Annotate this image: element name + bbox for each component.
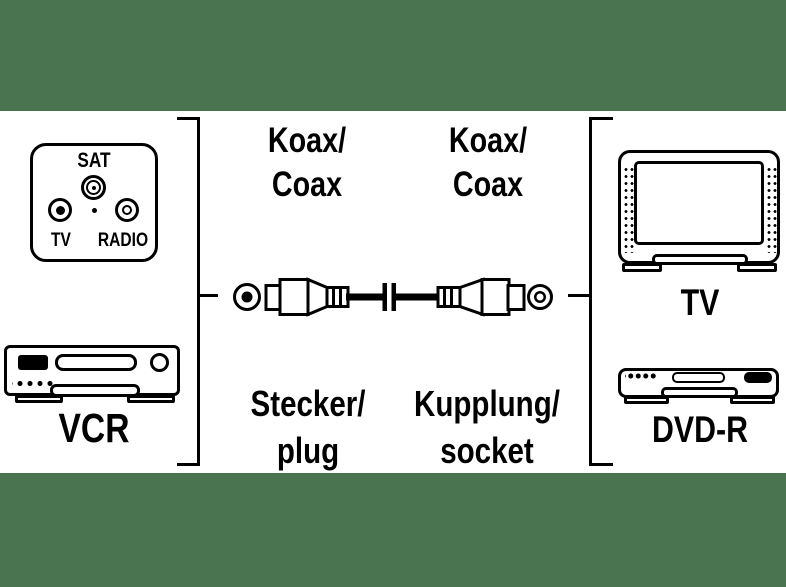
left-bracket-bottom-arm bbox=[177, 463, 200, 466]
coax-plug-icon bbox=[264, 277, 350, 317]
right-bracket-bottom-arm bbox=[589, 463, 613, 466]
dvd-foot-left bbox=[624, 396, 669, 404]
wallplate-sat-label: SAT bbox=[77, 149, 111, 172]
left-bracket-spine bbox=[197, 117, 200, 466]
vcr-foot-left bbox=[15, 395, 63, 403]
dvd-foot-right bbox=[730, 396, 775, 404]
tv-screen bbox=[634, 161, 764, 245]
tv-label: TV bbox=[680, 282, 720, 323]
tv-base bbox=[652, 254, 748, 265]
vcr-foot-right bbox=[127, 395, 175, 403]
cable-break-icon bbox=[382, 283, 396, 311]
radio-socket-hole bbox=[122, 205, 132, 215]
dvd-power-button bbox=[744, 372, 772, 383]
koax-coax-left-label: Koax/ Coax bbox=[268, 119, 346, 207]
coax-cable-icon bbox=[233, 277, 553, 317]
dvd-label: DVD-R bbox=[651, 409, 749, 450]
koax-right-line2: Coax bbox=[452, 165, 524, 204]
bottom-green-strip bbox=[0, 473, 786, 587]
wallplate-tv-label: TV bbox=[51, 230, 71, 251]
plug-end-symbol-icon bbox=[233, 283, 261, 311]
color-swatch-icon bbox=[8, 31, 23, 46]
cable-line bbox=[346, 293, 439, 301]
left-bracket-tick bbox=[200, 294, 218, 297]
left-bracket-top-arm bbox=[177, 117, 200, 120]
socket-end-symbol-icon bbox=[527, 284, 553, 310]
dvd-button-dots bbox=[625, 371, 656, 380]
coax-coupler-icon bbox=[436, 277, 526, 317]
vcr-display bbox=[18, 355, 48, 370]
kupplung-socket-label: Kupplung/ socket bbox=[414, 380, 560, 474]
tv-speaker-dots-right bbox=[765, 165, 777, 253]
vcr-label: VCR bbox=[58, 405, 130, 451]
stecker-line1: Stecker/ bbox=[250, 383, 366, 424]
wallplate-radio-label: RADIO bbox=[97, 230, 149, 251]
kupplung-line1: Kupplung/ bbox=[414, 383, 560, 424]
koax-left-line1: Koax/ bbox=[267, 121, 347, 160]
right-bracket-spine bbox=[589, 117, 592, 466]
stecker-plug-label: Stecker/ plug bbox=[251, 380, 366, 474]
right-bracket-tick bbox=[568, 294, 589, 297]
kupplung-line2: socket bbox=[440, 430, 534, 471]
dvd-tray-slot bbox=[661, 387, 738, 398]
koax-right-line1: Koax/ bbox=[448, 121, 528, 160]
tv-foot-right bbox=[737, 263, 777, 272]
right-bracket-top-arm bbox=[589, 117, 613, 120]
koax-coax-right-label: Koax/ Coax bbox=[449, 119, 527, 207]
tv-speaker-dots-left bbox=[622, 165, 634, 253]
radio-socket-icon bbox=[115, 198, 139, 222]
top-green-strip bbox=[0, 0, 786, 111]
tv-socket-pin bbox=[55, 205, 65, 215]
koax-left-line2: Coax bbox=[271, 165, 343, 204]
vcr-bottom-slot bbox=[50, 384, 140, 397]
tv-foot-left bbox=[622, 263, 662, 272]
wallplate-screw-dot bbox=[92, 208, 97, 213]
vcr-button-dots bbox=[12, 379, 54, 386]
sat-socket-pin bbox=[91, 185, 96, 190]
stecker-line2: plug bbox=[276, 430, 340, 471]
dvd-display-slot bbox=[672, 372, 725, 383]
vcr-cassette-slot bbox=[55, 354, 137, 371]
vcr-dial bbox=[150, 353, 169, 372]
